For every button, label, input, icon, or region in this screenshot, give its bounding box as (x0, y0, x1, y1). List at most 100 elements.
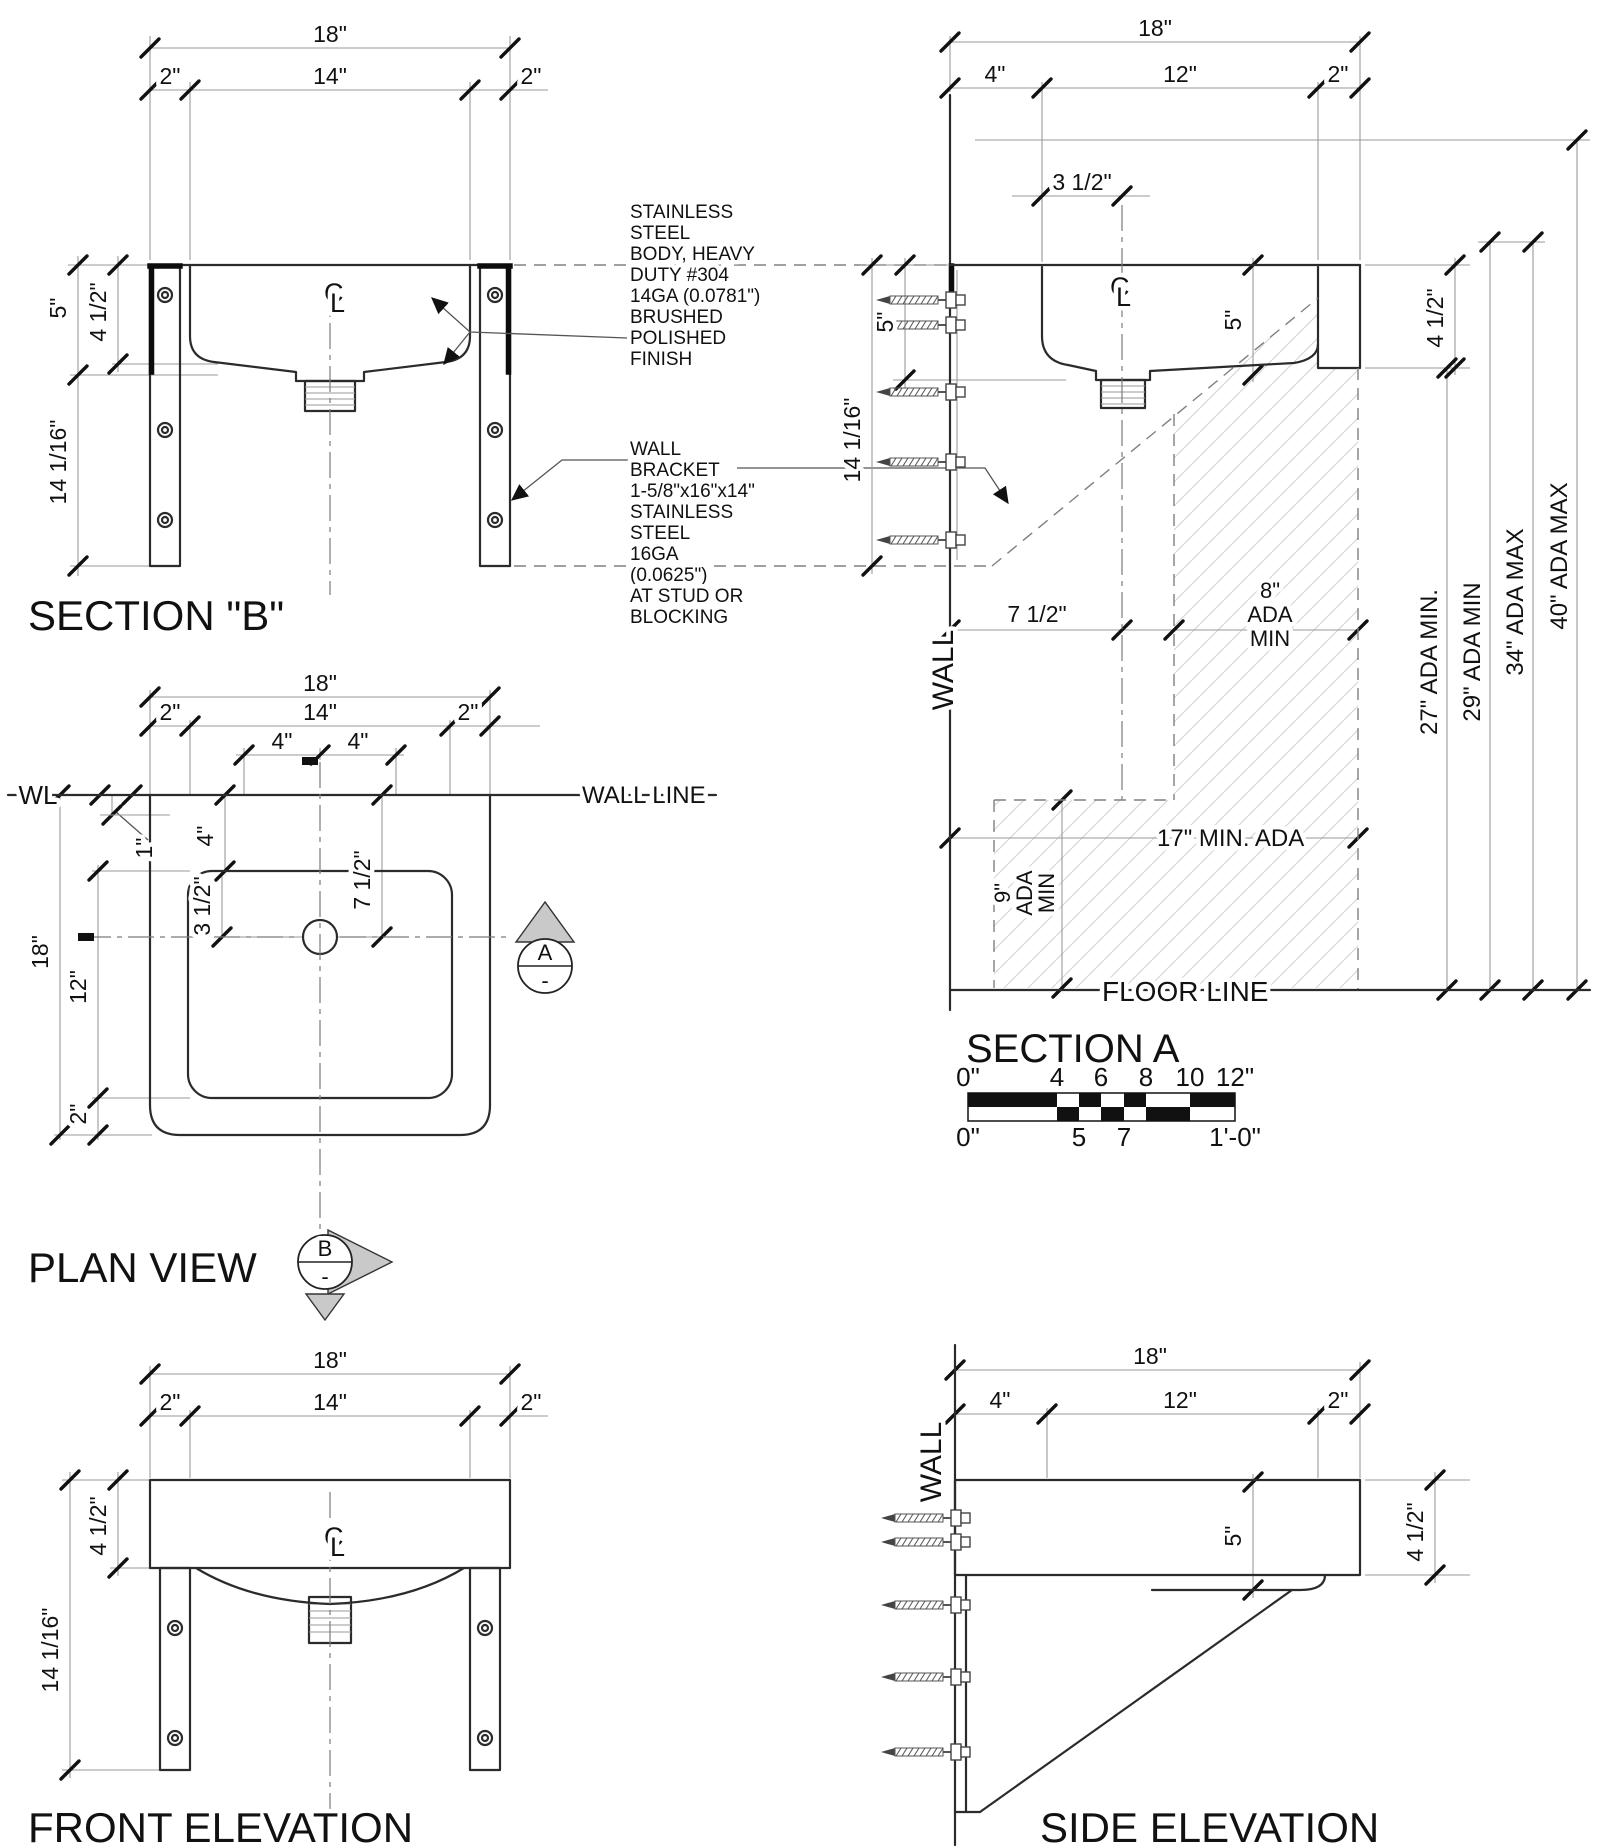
scale-1ft: 1'-0" (1209, 1122, 1261, 1152)
dim-2-right-front: 2" (521, 1389, 542, 1415)
floor-line-label: FLOOR LINE (1102, 976, 1268, 1007)
section-a-tick-marks (861, 31, 1588, 1001)
dim-2-side: 2" (1328, 1387, 1349, 1413)
scale-0-top: 0" (956, 1062, 980, 1092)
svg-text:1-5/8"x16"x14": 1-5/8"x16"x14" (630, 481, 755, 502)
dim-4half-section-b: 4 1/2" (85, 282, 111, 341)
centerline-symbol-section-b: C L (320, 274, 350, 323)
dim-4-a-plan: 4" (272, 728, 293, 754)
scale-7: 7 (1117, 1122, 1131, 1152)
svg-text:C: C (1110, 272, 1130, 302)
dim-4half-section-a: 4 1/2" (1422, 288, 1448, 347)
svg-text:14GA (0.0781"): 14GA (0.0781") (630, 286, 760, 307)
svg-text:L: L (330, 288, 345, 318)
svg-text:16GA: 16GA (630, 544, 679, 565)
centerline-symbol-section-a: C L (1106, 268, 1136, 317)
svg-text:(0.0625"): (0.0625") (630, 565, 708, 586)
ada-17-min-label: 17" MIN. ADA (1157, 825, 1304, 852)
dim-2-section-a: 2" (1328, 61, 1349, 87)
bracket-hidden-outline (991, 297, 1319, 567)
front-tick-marks (59, 1363, 521, 1781)
section-b-tick-marks (67, 37, 521, 577)
plan-object (6, 757, 718, 1232)
dim-4-side-plan: 4" (192, 826, 218, 847)
dim-2-left-plan: 2" (160, 699, 181, 725)
bracket-note-leader-left (510, 459, 628, 501)
dim-4-side: 4" (990, 1387, 1011, 1413)
svg-text:C: C (324, 278, 344, 308)
cut-mark-left (78, 933, 94, 941)
plan-tick-marks (49, 686, 501, 1146)
marker-b-triangle-2 (304, 1293, 346, 1322)
section-marker-a: A - (514, 900, 576, 998)
ada-29-min-label: 29" ADA MIN (1459, 582, 1486, 721)
svg-text:FINISH: FINISH (630, 349, 692, 370)
section-b-dimension-lines (68, 36, 548, 576)
dim-7half-plan: 7 1/2" (349, 850, 375, 909)
svg-text:BRUSHED: BRUSHED (630, 307, 723, 328)
bracket-holes (156, 286, 504, 529)
marker-a-triangle (514, 900, 576, 943)
section-a-title: SECTION A (966, 1027, 1180, 1071)
svg-text:STEEL: STEEL (630, 223, 690, 244)
sink-outline-plan (148, 793, 492, 1137)
cut-mark-top (302, 757, 318, 765)
wall-label-side: WALL (915, 1422, 948, 1503)
dim-3half-plan: 3 1/2" (189, 876, 215, 935)
dim-2-right-section-b: 2" (521, 63, 542, 89)
marker-a-letter: A (538, 940, 553, 965)
dim-18-front: 18" (313, 1347, 347, 1373)
dim-2-left-front: 2" (160, 1389, 181, 1415)
svg-text:C: C (324, 1522, 344, 1552)
centerline-symbol-front: C L (320, 1518, 350, 1567)
ada-clearance-hatch (994, 298, 1358, 988)
scale-12-top: 12" (1216, 1062, 1254, 1092)
side-object (880, 1343, 1362, 1847)
dim-18-side: 18" (1133, 1343, 1167, 1369)
dim-12-plan: 12" (65, 970, 91, 1004)
svg-text:STAINLESS: STAINLESS (630, 202, 733, 223)
side-elevation-title: SIDE ELEVATION (1040, 1804, 1379, 1848)
marker-b-dash: - (321, 1264, 328, 1289)
svg-text:STAINLESS: STAINLESS (630, 502, 733, 523)
svg-text:ADA: ADA (1012, 870, 1037, 916)
svg-text:MIN: MIN (1034, 873, 1059, 913)
svg-text:L: L (330, 1532, 345, 1562)
marker-b-letter: B (318, 1236, 333, 1261)
dim-12-section-a: 12" (1163, 61, 1197, 87)
section-a-dimension-lines (860, 36, 1590, 990)
wall-label-section-a: WALL (927, 630, 960, 711)
svg-text:L: L (1116, 282, 1131, 312)
svg-text:BLOCKING: BLOCKING (630, 607, 728, 628)
wall-line-label: WALL LINE (582, 782, 706, 809)
side-wall-screws (880, 1509, 971, 1761)
dim-14-1-16-front: 14 1/16" (37, 1608, 63, 1693)
svg-text:BRACKET: BRACKET (630, 460, 720, 481)
ada-8-min-label: 8" ADA MIN (1243, 574, 1298, 656)
dim-2-bottom-plan: 2" (65, 1104, 91, 1125)
scale-10: 10 (1176, 1062, 1205, 1092)
side-tick-marks (944, 1359, 1446, 1601)
scale-5: 5 (1072, 1122, 1086, 1152)
dim-4-b-plan: 4" (348, 728, 369, 754)
scale-0-bottom: 0" (956, 1122, 980, 1152)
dim-3half-section-a: 3 1/2" (1052, 169, 1111, 195)
section-b-title: SECTION "B" (28, 592, 284, 639)
dim-5-right-section-a: 5" (1220, 310, 1246, 331)
section-a-view: 18" 4" 12" 2" 3 1/2" 5" 14 1/16" 5" 4 1/… (835, 11, 1592, 1157)
ada-34-max-label: 34" ADA MAX (1502, 528, 1529, 675)
svg-text:MIN: MIN (1250, 626, 1290, 651)
dim-4half-front: 4 1/2" (85, 1496, 111, 1555)
section-b-view: 18" 2" 14" 2" 5" 4 1/2" 14 1/16" C L SEC… (24, 17, 992, 644)
front-dimension-lines (62, 1366, 548, 1778)
dim-1-plan: 1" (131, 838, 157, 859)
svg-text:WALL: WALL (630, 439, 681, 460)
dim-14-front: 14" (313, 1389, 347, 1415)
dim-18-plan-top: 18" (303, 670, 337, 696)
ada-40-max-label: 40" ADA MAX (1546, 482, 1573, 629)
dim-7half-section-a: 7 1/2" (1007, 601, 1066, 627)
wl-label: WL (19, 780, 58, 810)
svg-text:9": 9" (990, 883, 1015, 903)
dim-5-side: 5" (1220, 1526, 1246, 1547)
